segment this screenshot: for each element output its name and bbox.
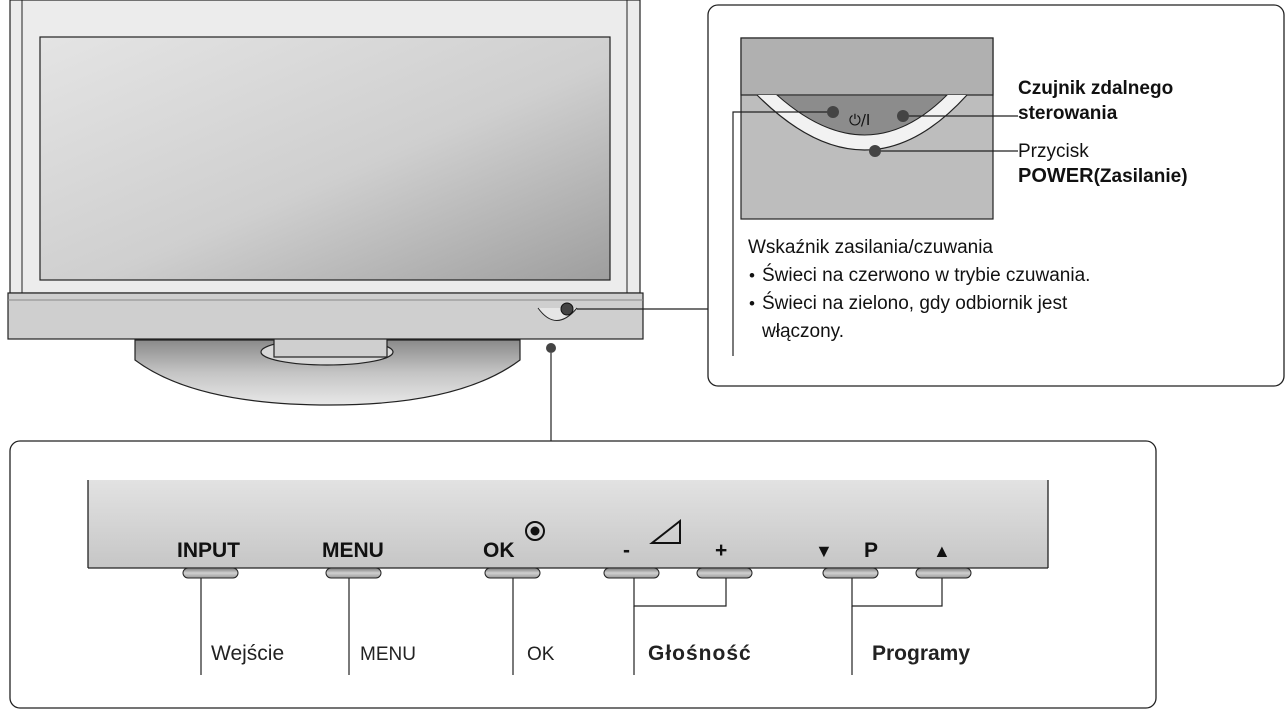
- menu-button-label: MENU: [322, 539, 384, 562]
- control-panel-box: [9, 440, 1157, 709]
- volume-up-label: +: [715, 539, 728, 562]
- power-button-detail-dot: [869, 145, 881, 157]
- ok-caption: OK: [527, 644, 555, 665]
- indicator-item-on: Świeci na zielono, gdy odbiornik jest wł…: [748, 290, 1092, 346]
- volume-up-key[interactable]: [696, 567, 753, 579]
- indicator-led-dot: [827, 106, 839, 118]
- ok-circle-icon: [525, 521, 545, 541]
- power-symbol: ⏻/I: [849, 111, 870, 129]
- programs-caption: Programy: [872, 642, 971, 665]
- tv-illustration: [7, 0, 644, 406]
- ok-button-label: OK: [483, 539, 515, 562]
- power-indicator-description: Wskaźnik zasilania/czuwania Świeci na cz…: [748, 234, 1092, 346]
- volume-down-label: -: [623, 539, 630, 562]
- program-down-icon: ▼: [815, 541, 833, 561]
- program-down-key[interactable]: [822, 567, 879, 579]
- indicator-item-standby: Świeci na czerwono w trybie czuwania.: [748, 262, 1092, 290]
- input-button-key[interactable]: [182, 567, 239, 579]
- tv-screen: [39, 36, 611, 281]
- control-panel-strip: [88, 480, 1048, 568]
- menu-button-key[interactable]: [325, 567, 382, 579]
- volume-caption: Głośność: [648, 642, 752, 665]
- ok-button-key[interactable]: [484, 567, 541, 579]
- volume-down-key[interactable]: [603, 567, 660, 579]
- volume-icon: [649, 518, 681, 544]
- tv-stand-base: [134, 339, 521, 406]
- program-up-icon: ▲: [933, 541, 951, 561]
- power-button-label: Przycisk POWER(Zasilanie): [1018, 141, 1188, 187]
- program-label: P: [864, 539, 879, 562]
- menu-caption: MENU: [360, 644, 416, 665]
- input-button-label: INPUT: [177, 539, 240, 562]
- control-panel-pointer-dot: [546, 343, 556, 353]
- remote-sensor-label: Czujnik zdalnego sterowania: [1018, 78, 1174, 124]
- program-up-key[interactable]: [915, 567, 972, 579]
- remote-sensor-dot: [897, 110, 909, 122]
- power-button-dot: [560, 302, 574, 316]
- input-caption: Wejście: [211, 642, 285, 665]
- tv-bottom-bar: [7, 292, 644, 340]
- indicator-title: Wskaźnik zasilania/czuwania: [748, 237, 993, 258]
